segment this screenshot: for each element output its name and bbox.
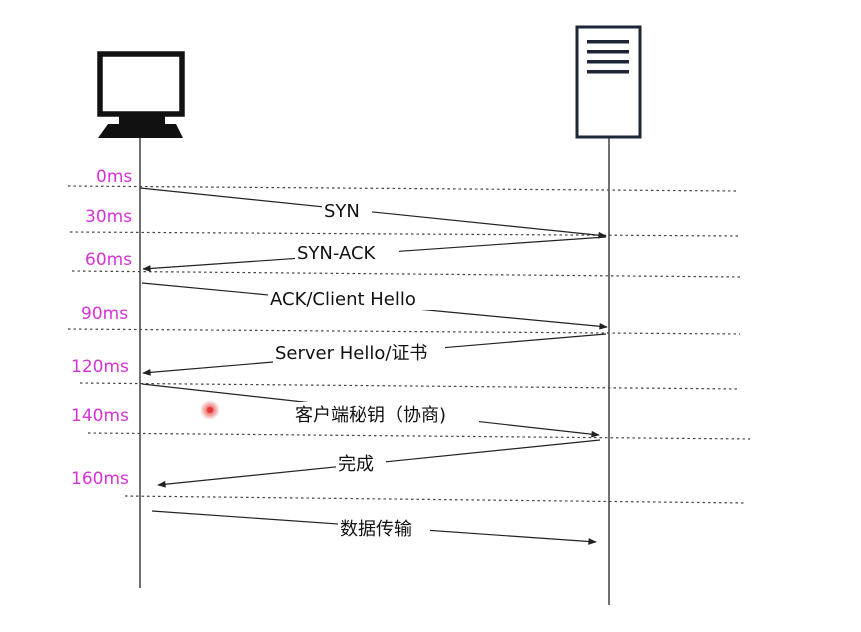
message-label: SYN [324, 201, 360, 222]
message-arrow-syn [139, 187, 607, 239]
time-label: 140ms [71, 406, 129, 426]
server-icon [575, 25, 642, 139]
time-label: 160ms [71, 469, 129, 489]
computer-icon [97, 51, 185, 138]
message-label: 完成 [338, 454, 374, 475]
time-separator [87, 432, 751, 440]
time-separator [67, 185, 737, 192]
time-label: 30ms [85, 207, 132, 227]
message-label: 客户端秘钥（协商) [295, 405, 446, 426]
time-separator [79, 382, 741, 390]
time-label: 120ms [71, 357, 129, 377]
time-separators [67, 185, 751, 504]
time-label: 60ms [85, 250, 132, 270]
message-label: Server Hello/证书 [275, 343, 427, 364]
time-label: 0ms [96, 167, 132, 187]
time-separator [69, 231, 741, 237]
message-label: ACK/Client Hello [270, 289, 416, 310]
time-separator [67, 328, 741, 335]
time-labels: 0ms 30ms 60ms 90ms 120ms 140ms 160ms [71, 167, 132, 489]
message-label: SYN-ACK [297, 243, 377, 264]
message-labels: SYN SYN-ACK ACK/Client Hello Server Hell… [268, 199, 479, 541]
time-label: 90ms [81, 304, 128, 324]
time-separator [71, 270, 741, 278]
message-label: 数据传输 [340, 519, 412, 540]
time-separator [124, 495, 747, 504]
cursor-indicator [200, 400, 220, 420]
